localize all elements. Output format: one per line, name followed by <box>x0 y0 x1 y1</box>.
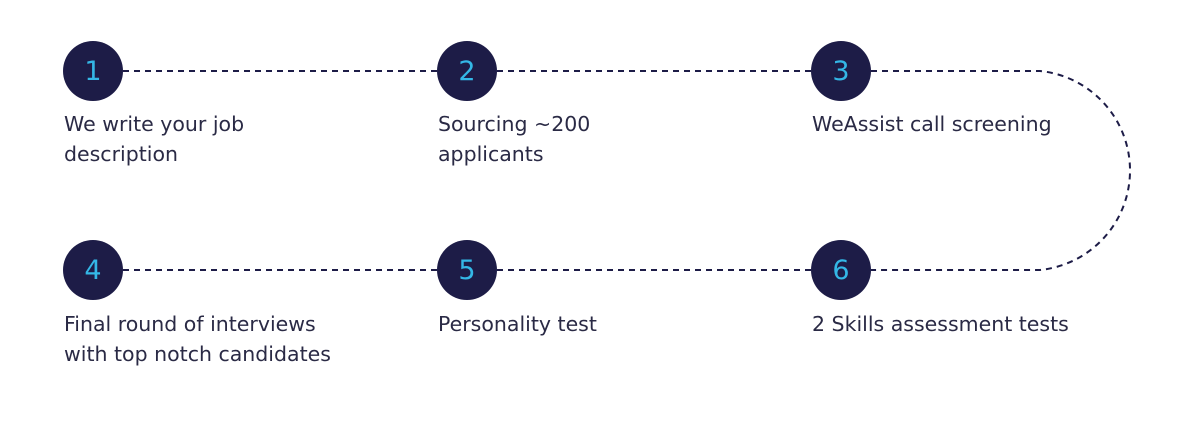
step-3-label: WeAssist call screening <box>812 112 1052 136</box>
step-2-number: 2 <box>458 55 476 87</box>
step-4-number: 4 <box>84 254 102 286</box>
step-3-number: 3 <box>832 55 850 87</box>
step-6-number: 6 <box>832 254 850 286</box>
step-6-label: 2 Skills assessment tests <box>812 312 1069 336</box>
step-6-circle: 6 <box>811 240 871 300</box>
step-4-label: Final round of interviews with top notch… <box>64 312 331 366</box>
connector-3-6 <box>871 70 1132 271</box>
step-1-circle: 1 <box>63 41 123 101</box>
step-2-circle: 2 <box>437 41 497 101</box>
step-1-number: 1 <box>84 55 102 87</box>
step-5-label: Personality test <box>438 312 597 336</box>
step-5-number: 5 <box>458 254 476 286</box>
step-2-label: Sourcing ~200 applicants <box>438 112 591 166</box>
step-1-label: We write your job description <box>64 112 245 166</box>
step-3-circle: 3 <box>811 41 871 101</box>
step-5-circle: 5 <box>437 240 497 300</box>
step-4-circle: 4 <box>63 240 123 300</box>
